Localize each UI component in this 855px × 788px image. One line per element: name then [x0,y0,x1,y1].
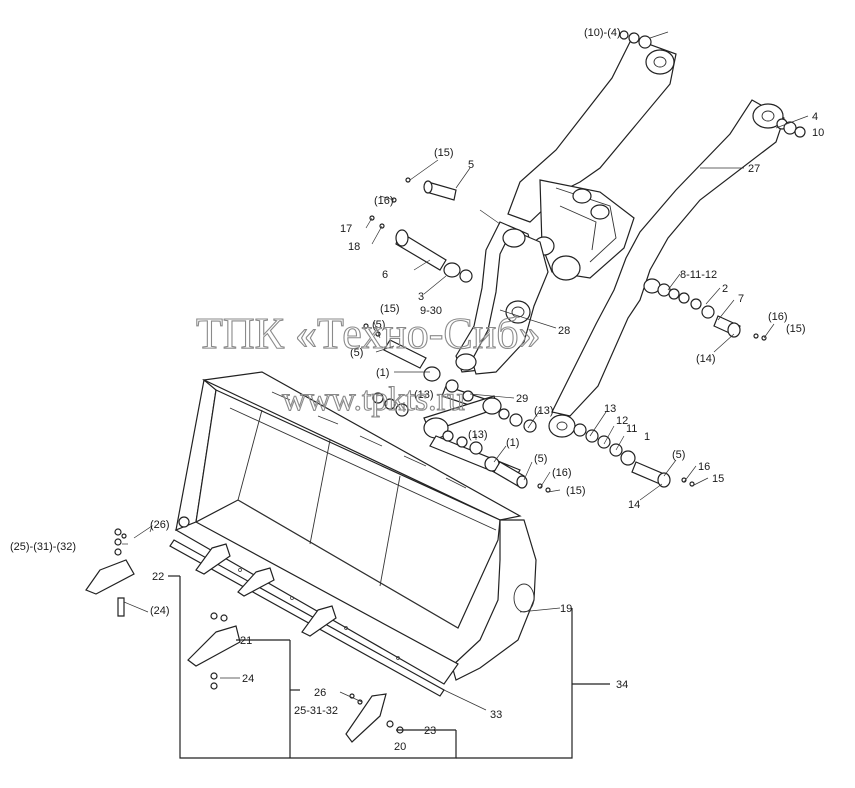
callout-25-31-32b: 25-31-32 [294,705,338,717]
leader-lines [122,31,809,759]
callout-15c: (15) [380,303,400,315]
watermark-url: www.tpkts.ru [282,381,465,418]
pins-middle [363,323,695,493]
callout-15e: 15 [712,473,724,485]
callout-3: 3 [418,291,424,303]
callout-12: 12 [616,415,628,427]
callout-2: 2 [722,283,728,295]
callout-23: 23 [424,725,436,737]
callout-9-30: 9-30 [420,305,442,317]
callout-7: 7 [738,293,744,305]
pins-upper [369,30,806,341]
callout-14: (14) [696,353,716,365]
callout-15d: (15) [566,485,586,497]
callout-5b: (5) [372,319,385,331]
callout-5d: (5) [534,453,547,465]
callout-13c: (13) [468,429,488,441]
bell-crank-lever [455,221,549,375]
callout-8-11-12: 8-11-12 [680,269,717,281]
callout-1: (1) [376,367,389,379]
callout-15b: (15) [786,323,806,335]
bucket [169,371,537,697]
callout-24b: 24 [242,673,254,685]
callout-34: 34 [616,679,628,691]
callout-20: 20 [394,741,406,753]
callout-26b: 26 [314,687,326,699]
callout-24: (24) [150,605,170,617]
callout-4: 4 [812,111,818,123]
callout-33: 33 [490,709,502,721]
callout-19: 19 [560,603,572,615]
watermark: ТПК «Техно-Сиб» www.tpkts.ru [195,308,541,418]
callout-17: 17 [340,223,352,235]
callout-26: (26) [150,519,170,531]
callout-28: 28 [558,325,570,337]
boom-arms [507,37,785,438]
callout-16: (16) [374,195,394,207]
callout-1c: 1 [644,431,650,443]
callout-1b: (1) [506,437,519,449]
callout-14b: 14 [628,499,640,511]
callout-22: 22 [152,571,164,583]
callout-18: 18 [348,241,360,253]
callout-5c: (5) [350,347,363,359]
callout-10: 10 [812,127,824,139]
loose-teeth [85,528,404,743]
callout-16c: (16) [552,467,572,479]
callout-13b: (13) [534,405,554,417]
callout-21: 21 [240,635,252,647]
callout-29: 29 [516,393,528,405]
callout-6: 6 [382,269,388,281]
callout-15: (15) [434,147,454,159]
callout-16d: 16 [698,461,710,473]
callout-labels: (10)-(4) 4 10 27 (15) 5 (16) 17 18 6 3 9… [10,27,824,753]
callout-13d: 13 [604,403,616,415]
callout-25-31-32: (25)-(31)-(32) [10,541,76,553]
callout-13: (13) [414,389,434,401]
watermark-company: ТПК «Техно-Сиб» [196,309,541,358]
callout-16b: (16) [768,311,788,323]
callout-5: 5 [468,159,474,171]
callout-27: 27 [748,163,760,175]
callout-10-4: (10)-(4) [584,27,621,39]
callout-5e: (5) [672,449,685,461]
callout-11: 11 [626,423,637,435]
